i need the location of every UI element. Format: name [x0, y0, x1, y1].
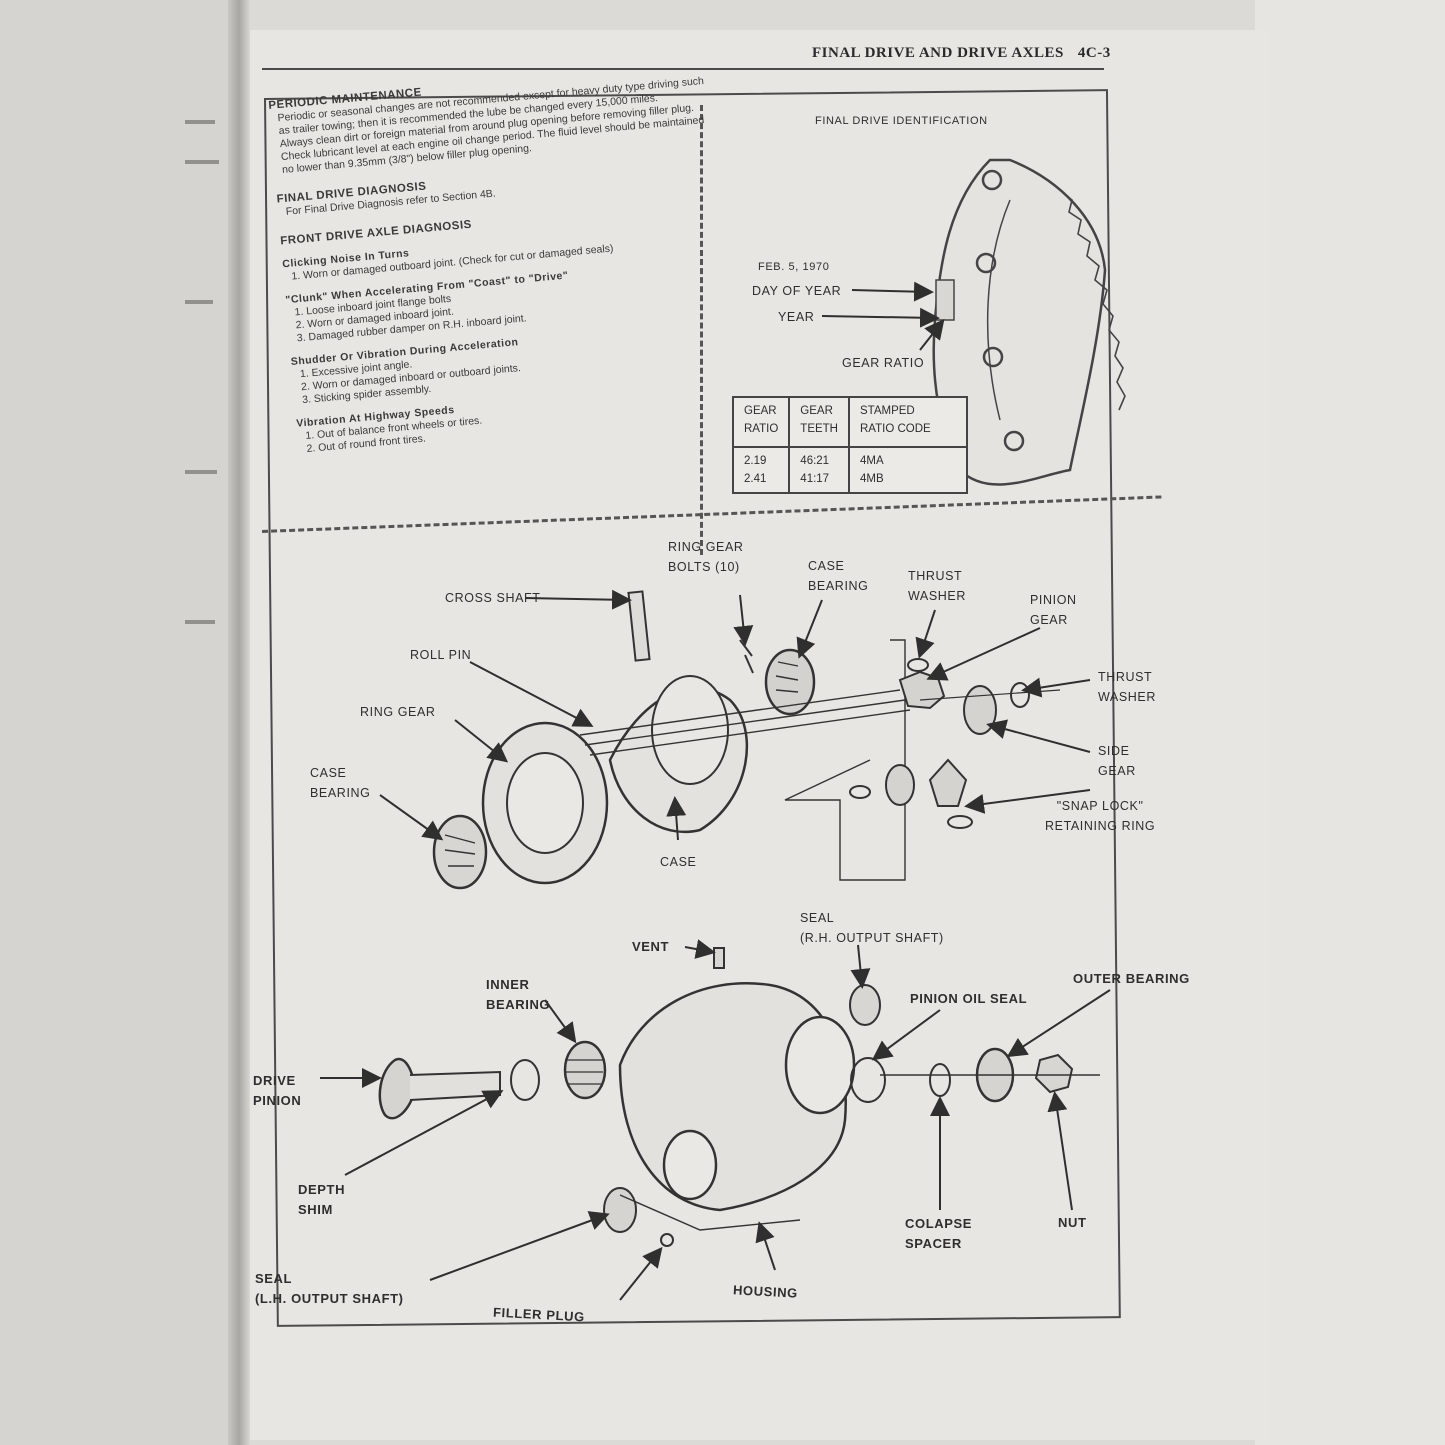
table-cell: 46:21 41:17 [788, 446, 850, 494]
gear-ratio-label: GEAR RATIO [842, 356, 925, 370]
thrust-washer-top-label: THRUST WASHER [908, 569, 967, 603]
vent-label: VENT [632, 939, 670, 954]
pinion-oil-seal-label: PINION OIL SEAL [910, 991, 1028, 1006]
side-gear-label: SIDE GEAR [1098, 744, 1136, 778]
case-label: CASE [660, 855, 697, 869]
pinion-gear-label: PINION GEAR [1030, 593, 1077, 627]
day-of-year-label: DAY OF YEAR [752, 284, 842, 298]
thrust-washer-right-label: THRUST WASHER [1098, 670, 1157, 704]
left-page-text-fragment [185, 160, 219, 164]
case-bearing-left-label: CASE BEARING [310, 766, 371, 800]
column-divider [700, 105, 703, 555]
page-header: FINAL DRIVE AND DRIVE AXLES 4C-3 [812, 45, 1111, 62]
differential-exploded-view [432, 590, 1061, 890]
cross-shaft-label: CROSS SHAFT [445, 591, 541, 605]
housing-label: HOUSING [732, 1282, 799, 1301]
case-bearing-top-label: CASE BEARING [808, 559, 869, 593]
left-page-text-fragment [185, 120, 215, 124]
left-page-text-fragment [185, 300, 213, 304]
housing-exploded-view [378, 947, 1100, 1247]
inner-bearing-label: INNER BEARING [486, 977, 551, 1012]
outer-bearing-label: OUTER BEARING [1073, 971, 1190, 986]
ring-gear-bolts-label: RING GEAR BOLTS (10) [668, 540, 744, 574]
table-header-row: GEAR RATIO GEAR TEETH STAMPED RATIO CODE [731, 396, 968, 448]
table-row: 2.19 2.41 46:21 41:17 4MA 4MB [731, 446, 968, 494]
left-page-text-fragment [185, 470, 217, 474]
year-label: YEAR [778, 310, 815, 324]
table-cell: 2.19 2.41 [731, 446, 791, 494]
snap-lock-retaining-ring-label: "SNAP LOCK" RETAINING RING [1045, 799, 1156, 833]
nut-label: NUT [1058, 1215, 1087, 1230]
final-drive-cover [932, 158, 1126, 486]
header-title: FINAL DRIVE AND DRIVE AXLES [812, 45, 1064, 61]
callout-arrows [320, 281, 1111, 1301]
table-header-cell: GEAR TEETH [788, 396, 850, 448]
left-page-edge [0, 0, 240, 1445]
ring-gear-label: RING GEAR [360, 705, 436, 719]
gear-ratio-table: GEAR RATIO GEAR TEETH STAMPED RATIO CODE… [731, 396, 968, 494]
table-header-cell: GEAR RATIO [731, 396, 791, 448]
date-example-label: FEB. 5, 1970 [758, 261, 830, 273]
colapse-spacer-label: COLAPSE SPACER [905, 1216, 973, 1251]
table-cell: 4MA 4MB [848, 446, 968, 494]
seal-rh-output-shaft-label: SEAL (R.H. OUTPUT SHAFT) [800, 911, 944, 945]
table-header-cell: STAMPED RATIO CODE [848, 396, 968, 448]
seal-lh-output-shaft-label: SEAL (L.H. OUTPUT SHAFT) [255, 1271, 404, 1306]
book-spine [228, 0, 250, 1445]
page-number: 4C-3 [1077, 45, 1111, 61]
page-stack-edge [1255, 0, 1445, 1445]
left-page-text-fragment [185, 620, 215, 624]
drive-pinion-label: DRIVE PINION [253, 1073, 302, 1108]
depth-shim-label: DEPTH SHIM [298, 1182, 346, 1217]
roll-pin-label: ROLL PIN [410, 648, 472, 662]
header-rule [262, 68, 1104, 70]
identification-title: FINAL DRIVE IDENTIFICATION [815, 115, 988, 127]
